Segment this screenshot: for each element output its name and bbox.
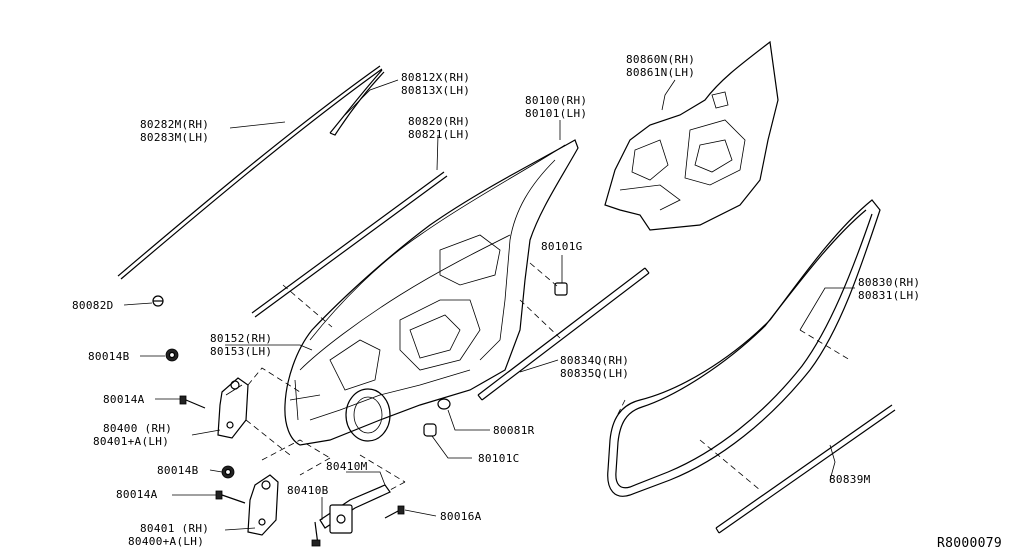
label-80014A-upper: 80014A [103, 393, 145, 406]
label-80081R: 80081R [493, 424, 535, 437]
lower-moulding-80839M [715, 404, 896, 534]
assembly-lines [245, 262, 851, 491]
nut-80014B-upper [165, 348, 179, 362]
label-80101C: 80101C [478, 452, 520, 465]
label-80014B-upper: 80014B [88, 350, 130, 363]
label-80101G: 80101G [541, 240, 583, 253]
label-80834Q: 80834Q(RH)80835Q(LH) [560, 354, 629, 380]
weatherstrip-80820 [251, 171, 448, 318]
label-80100: 80100(RH)80101(LH) [525, 94, 587, 120]
label-80016A: 80016A [440, 510, 482, 523]
clip-80082D [152, 295, 164, 307]
labels: 80812X(RH)80813X(LH) 80282M(RH)80283M(LH… [72, 53, 1002, 551]
inner-trim-80860N [604, 40, 779, 231]
hinge-lower-80401 [247, 474, 279, 536]
bolt-80410B [311, 521, 321, 547]
weatherstrip-80834Q [477, 267, 650, 401]
label-80014B-lower: 80014B [157, 464, 199, 477]
label-80282M: 80282M(RH)80283M(LH) [140, 118, 209, 144]
label-80014A-lower: 80014A [116, 488, 158, 501]
label-80839M: 80839M [829, 473, 871, 486]
label-80812X: 80812X(RH)80813X(LH) [401, 71, 470, 97]
bolt-80016A [384, 505, 405, 519]
label-80400-upper: 80400 (RH)80401+A(LH) [93, 422, 172, 448]
hinge-upper-80400 [217, 377, 249, 439]
diagram-code: R8000079 [937, 536, 1002, 551]
label-80860N: 80860N(RH)80861N(LH) [626, 53, 695, 79]
label-80820: 80820(RH)80821(LH) [408, 115, 470, 141]
bolt-80014A-lower [215, 490, 246, 504]
leader-lines [123, 79, 855, 531]
label-80152: 80152(RH)80153(LH) [210, 332, 272, 358]
label-80401-lower: 80401 (RH)80400+A(LH) [128, 522, 209, 548]
plug-80101G [554, 282, 568, 296]
grommet-80101C [423, 423, 437, 437]
sash-moulding-80812X [329, 69, 385, 136]
belt-moulding-80282M [117, 65, 383, 280]
door-weatherstrip-80830 [607, 199, 881, 497]
nut-80014B-lower [221, 465, 235, 479]
bolt-80014A-upper [179, 395, 206, 409]
door-check-80410M [319, 484, 391, 534]
label-80410B: 80410B [287, 484, 329, 497]
grommet-80081R [437, 398, 451, 410]
label-80410M: 80410M [326, 460, 368, 473]
label-80830: 80830(RH)80831(LH) [858, 276, 920, 302]
door-panel-80100 [284, 139, 579, 446]
label-80082D: 80082D [72, 299, 114, 312]
